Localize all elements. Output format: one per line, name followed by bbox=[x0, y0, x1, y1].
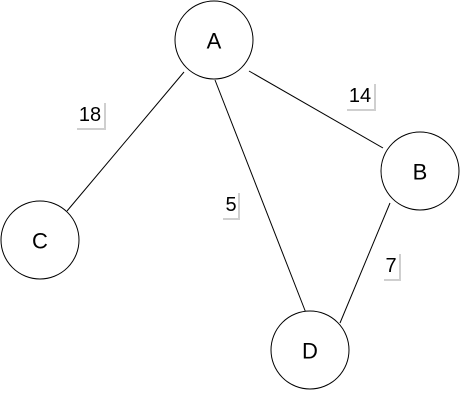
edge-weight-label-b-d: 7 bbox=[385, 255, 396, 277]
edge-a-d bbox=[214, 79, 307, 314]
edge-weight-label-a-b: 14 bbox=[349, 85, 371, 107]
edge-a-b bbox=[248, 70, 384, 149]
node-a: A bbox=[174, 0, 254, 80]
edge-weight-a-c: 18 bbox=[75, 101, 106, 130]
edge-b-d bbox=[339, 202, 391, 324]
node-b: B bbox=[380, 131, 460, 211]
edge-weight-label-a-d: 5 bbox=[225, 194, 236, 216]
node-c: C bbox=[0, 200, 80, 280]
edge-weight-b-d: 7 bbox=[382, 252, 401, 281]
node-d: D bbox=[270, 310, 350, 390]
edge-weight-a-d: 5 bbox=[221, 191, 240, 220]
node-label-b: B bbox=[413, 160, 428, 185]
edge-weights: 18 14 5 7 bbox=[75, 82, 401, 281]
edge-weight-label-a-c: 18 bbox=[79, 104, 101, 126]
node-label-a: A bbox=[207, 29, 222, 54]
edges bbox=[66, 70, 391, 324]
node-label-c: C bbox=[32, 229, 48, 254]
node-label-d: D bbox=[302, 339, 318, 364]
edge-a-c bbox=[66, 71, 185, 212]
edge-weight-a-b: 14 bbox=[345, 82, 376, 111]
nodes: A B C D bbox=[0, 0, 460, 390]
